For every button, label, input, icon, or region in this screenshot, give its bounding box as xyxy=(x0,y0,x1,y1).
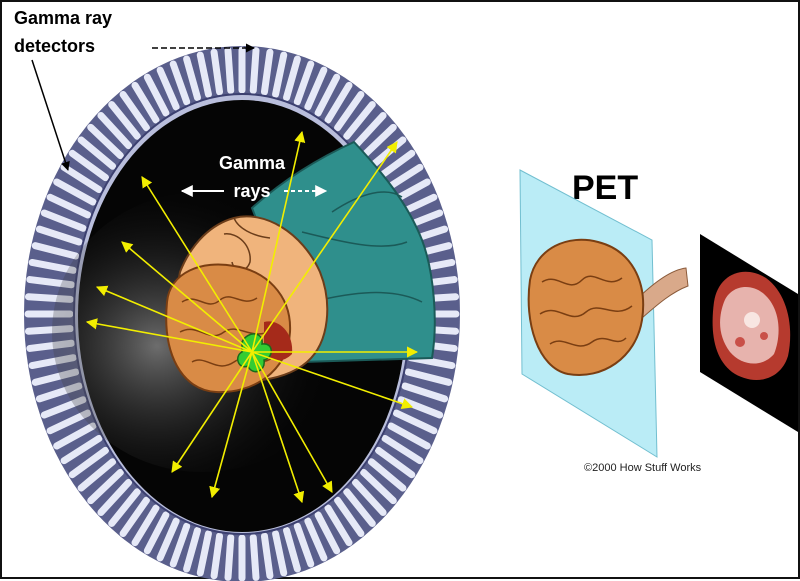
detectors-label-line2: detectors xyxy=(14,36,95,56)
detector-slat xyxy=(228,538,231,578)
scan-plane xyxy=(520,170,688,457)
gamma-rays-label-line2: rays xyxy=(233,181,270,201)
scan-slice-icon xyxy=(700,234,798,432)
gamma-rays-label-line1: Gamma xyxy=(219,153,286,173)
credit-text: ©2000 How Stuff Works xyxy=(584,462,702,474)
detectors-label-line1: Gamma ray xyxy=(14,8,112,28)
detector-slat xyxy=(253,538,256,578)
pet-title: PET xyxy=(572,169,638,207)
detector-slat xyxy=(228,51,231,91)
detector-slat xyxy=(253,51,256,91)
